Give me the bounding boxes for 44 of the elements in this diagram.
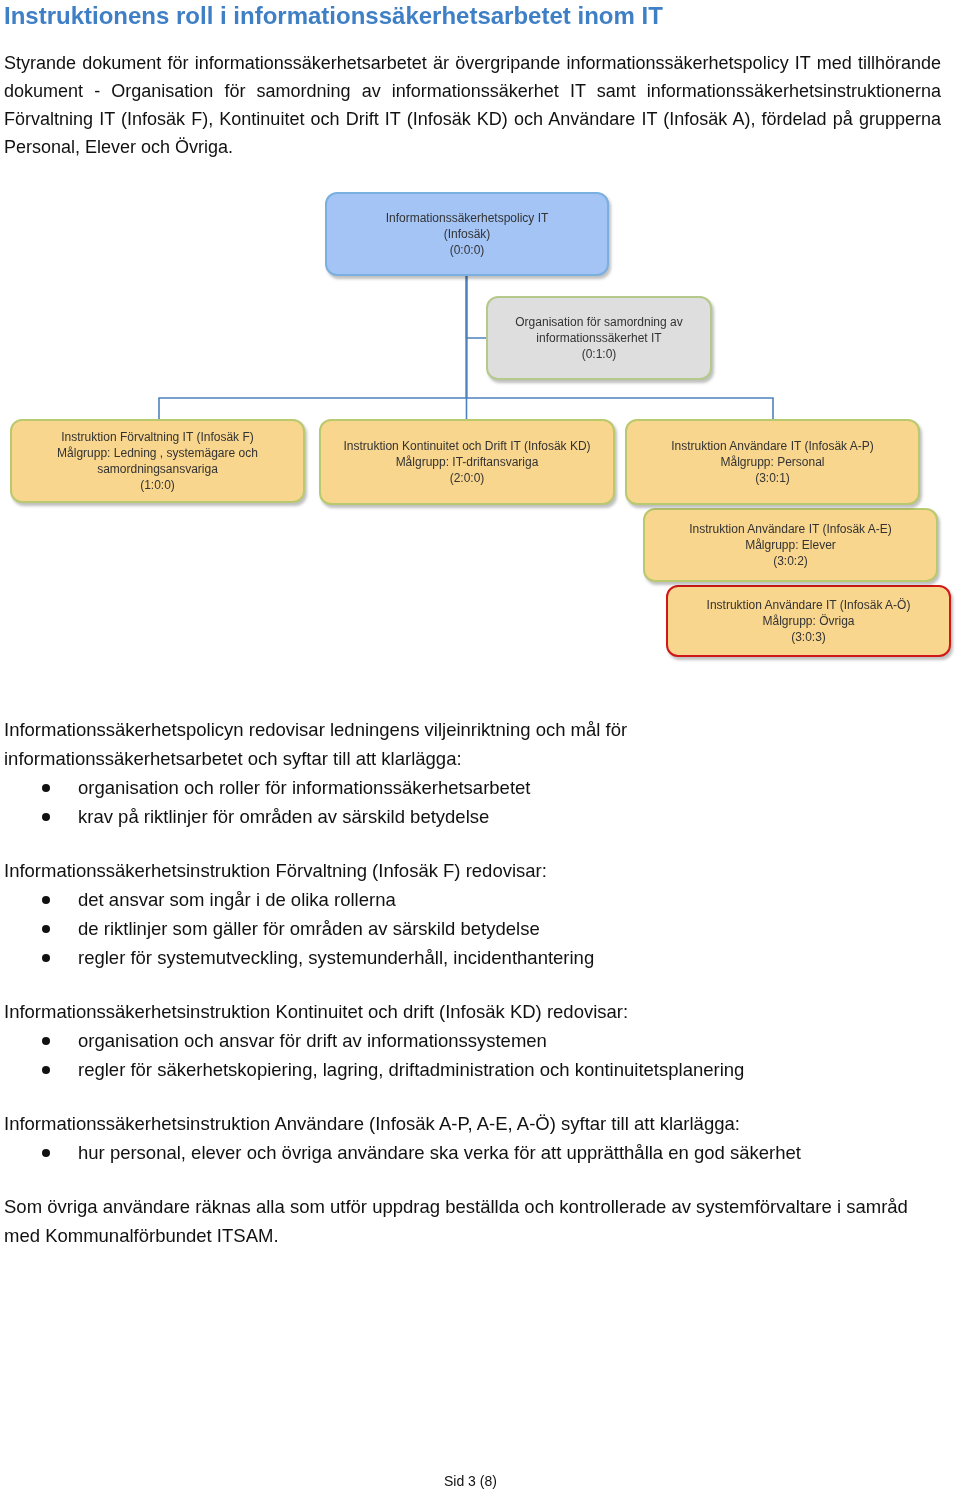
- box-text: Målgrupp: IT-driftansvariga: [395, 454, 539, 470]
- page-number: Sid 3 (8): [444, 1472, 497, 1491]
- intro-paragraph: Styrande dokument för informationssäkerhetsarbetet är övergripande informationssäkerhetspolicy IT med tillhörande dokument - Organisation för samordning av informationssäkerhet IT samt informationssäkerhetsinstruktionerna Förvaltning IT (Infosäk F), Kontinuitet och Drift IT (Infosäk KD) och Användare IT (Infosäk A), fördelad på grupperna Personal, Elever och Övriga.: [4, 52, 941, 159]
- box-text: Organisation för samordning av informationssäkerhet IT: [514, 314, 684, 346]
- org-box: [486, 296, 712, 380]
- box-text: Målgrupp: Personal: [720, 454, 825, 470]
- bullet-text: organisation och ansvar för drift av informationssystemen: [78, 1029, 548, 1053]
- box-text: (0:0:0): [449, 242, 485, 258]
- box-text: (0:1:0): [581, 346, 617, 362]
- org-box: [666, 585, 951, 657]
- org-box: [319, 419, 615, 505]
- box-text: Informationssäkerhetspolicy IT: [385, 210, 549, 226]
- connector-line: [465, 275, 774, 420]
- bullet-text: hur personal, elever och övriga användare ska verka för att upprätthålla en god säkerhet: [78, 1141, 802, 1165]
- paragraph: Informationssäkerhetsinstruktion Kontinuitet och drift (Infosäk KD) redovisar:: [4, 1000, 630, 1024]
- box-text: Instruktion Förvaltning IT (Infosäk F): [61, 429, 254, 445]
- org-box: [643, 508, 938, 582]
- org-box: [625, 419, 920, 505]
- box-text: Instruktion Användare IT (Infosäk A-P): [671, 438, 874, 454]
- paragraph: Informationssäkerhetspolicyn redovisar ledningens viljeinriktning och mål för informationssäkerhetsarbetet och syftar till att klarlägga:: [4, 718, 629, 771]
- paragraph: Informationssäkerhetsinstruktion Förvaltning (Infosäk F) redovisar:: [4, 859, 548, 883]
- box-text: Målgrupp: Elever: [745, 537, 836, 553]
- box-text: Målgrupp: Ledning , systemägare och samordningsansvariga: [56, 445, 259, 477]
- box-text: (3:0:1): [755, 470, 790, 486]
- bullet-text: regler för systemutveckling, systemunderhåll, incidenthantering: [78, 946, 596, 970]
- box-text: Målgrupp: Övriga: [762, 613, 855, 629]
- bullet-text: organisation och roller för informationssäkerhetsarbetet: [78, 776, 532, 800]
- paragraph: Informationssäkerhetsinstruktion Användare (Infosäk A-P, A-E, A-Ö) syftar till att klarlägga:: [4, 1112, 741, 1136]
- box-text: (3:0:3): [791, 629, 826, 645]
- box-text: (1:0:0): [140, 477, 175, 493]
- box-text: Instruktion Användare IT (Infosäk A-Ö): [706, 597, 911, 613]
- page-title: Instruktionens roll i informationssäkerhetsarbetet inom IT: [4, 1, 663, 31]
- box-text: (Infosäk): [443, 226, 491, 242]
- bullet-text: de riktlinjer som gäller för områden av särskild betydelse: [78, 917, 541, 941]
- org-box: [325, 192, 609, 276]
- org-box: [10, 419, 305, 503]
- box-text: Instruktion Användare IT (Infosäk A-E): [689, 521, 892, 537]
- bullet-text: krav på riktlinjer för områden av särskild betydelse: [78, 805, 491, 829]
- box-text: (3:0:2): [773, 553, 808, 569]
- paragraph: Som övriga användare räknas alla som utför uppdrag beställda och kontrollerade av systemförvaltare i samråd med Kommunalförbundet ITSAM.: [4, 1195, 909, 1248]
- box-text: Instruktion Kontinuitet och Drift IT (Infosäk KD): [343, 438, 591, 454]
- box-text: (2:0:0): [449, 470, 485, 486]
- bullet-text: det ansvar som ingår i de olika rollerna: [78, 888, 397, 912]
- bullet-text: regler för säkerhetskopiering, lagring, driftadministration och kontinuitetsplanering: [78, 1058, 746, 1082]
